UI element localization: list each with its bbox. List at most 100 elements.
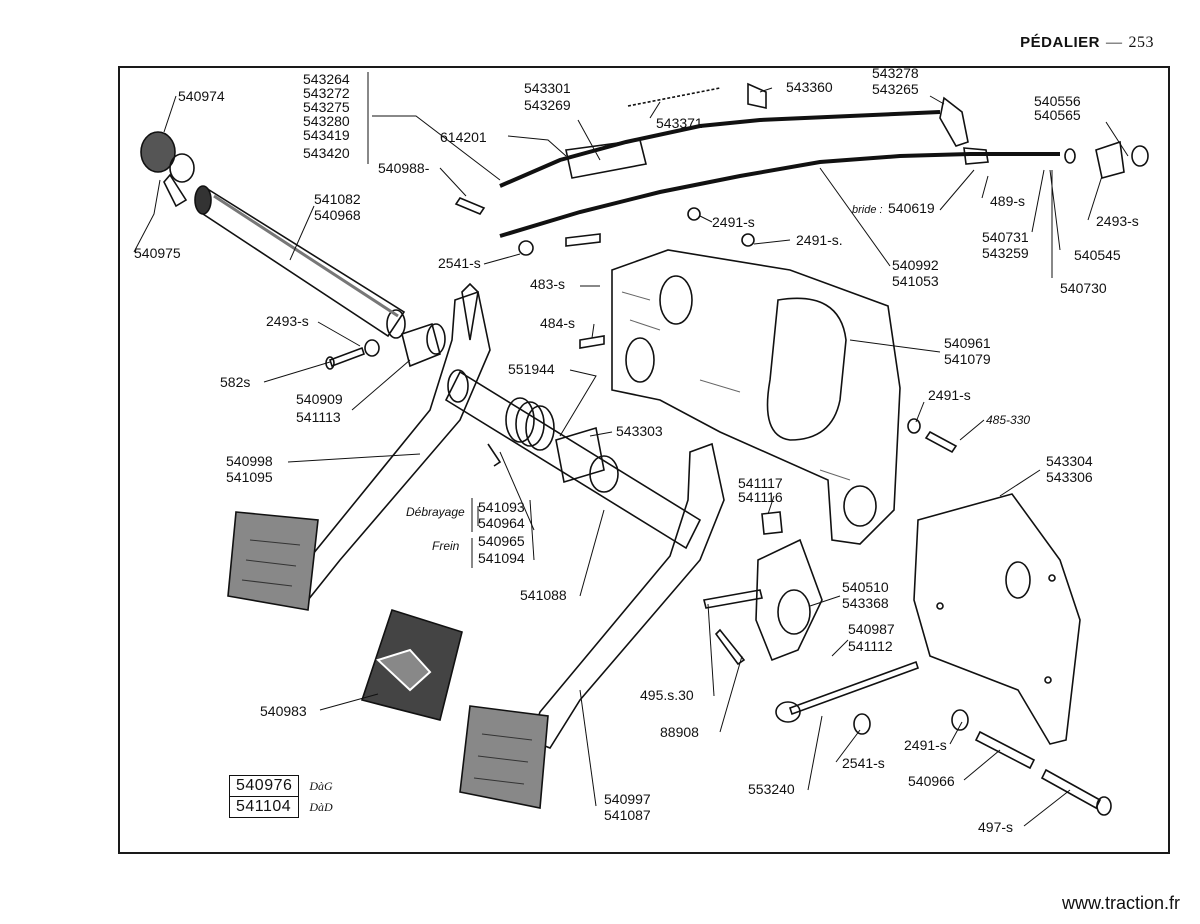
label-frein: Frein: [432, 539, 460, 553]
label-543259: 543259: [982, 245, 1029, 261]
label-2493s-right: 2493-s: [1096, 213, 1139, 229]
label-543306: 543306: [1046, 469, 1093, 485]
bracket-part: [913, 493, 1081, 745]
label-541113: 541113: [296, 409, 341, 425]
bolt-497s-part: [1040, 768, 1112, 816]
label-2491s-b: 2491-s.: [796, 232, 843, 248]
return-spring-part: [487, 397, 555, 467]
label-2491s-c: 2491-s: [928, 387, 971, 403]
label-540556: 540556: [1034, 93, 1081, 109]
part-labels: 540974 540975 543264 543272 543275 54328…: [134, 65, 1139, 835]
legend-row: 541104 DàD: [228, 796, 334, 818]
label-541088: 541088: [520, 587, 567, 603]
bolt-582s-part: [325, 339, 380, 370]
bushing-543303-part: [555, 426, 619, 493]
label-541079: 541079: [944, 351, 991, 367]
label-543272: 543272: [303, 85, 350, 101]
label-debrayage: Débrayage: [406, 505, 465, 519]
clamp-part: [703, 538, 823, 662]
label-495s30: 495.s.30: [640, 687, 694, 703]
label-489s: 489-s: [990, 193, 1025, 209]
mounting-plate-part: [611, 249, 901, 545]
legend-code: 541104: [228, 796, 300, 818]
label-540987: 540987: [848, 621, 895, 637]
label-540975: 540975: [134, 245, 181, 261]
clutch-pedal-part: [227, 282, 491, 611]
label-541093: 541093: [478, 499, 525, 515]
label-540961: 540961: [944, 335, 991, 351]
label-541112: 541112: [848, 638, 893, 654]
label-540974: 540974: [178, 88, 225, 104]
label-543278: 543278: [872, 65, 919, 81]
drive-side-legend: 540976 DàG 541104 DàD: [228, 775, 334, 818]
label-543303: 543303: [616, 423, 663, 439]
label-582s: 582s: [220, 374, 250, 390]
cross-tube-part: [444, 369, 702, 550]
label-543304: 543304: [1046, 453, 1093, 469]
label-540730: 540730: [1060, 280, 1107, 296]
cable-upper-part: [499, 82, 969, 188]
label-497s: 497-s: [978, 819, 1013, 835]
label-553240: 553240: [748, 781, 795, 797]
bushing-part: [401, 322, 446, 368]
label-543275: 543275: [303, 99, 350, 115]
label-540988: 540988-: [378, 160, 430, 176]
label-2541s-b: 2541-s: [842, 755, 885, 771]
label-483s: 483-s: [530, 276, 565, 292]
label-2493s-left: 2493-s: [266, 313, 309, 329]
label-540731: 540731: [982, 229, 1029, 245]
label-bride: bride :: [852, 204, 883, 216]
source-url: www.traction.fr: [1061, 893, 1180, 913]
pedal-shaft-part: [194, 185, 406, 339]
label-541117: 541117: [738, 475, 783, 491]
label-2541s-a: 2541-s: [438, 255, 481, 271]
label-541082: 541082: [314, 191, 361, 207]
legend-row: 540976 DàG: [228, 775, 334, 797]
label-540545: 540545: [1074, 247, 1121, 263]
brake-pedal-part: [459, 442, 725, 809]
label-543371: 543371: [656, 115, 703, 131]
small-bolts-top-part: [454, 197, 755, 349]
label-2491s-d: 2491-s: [904, 737, 947, 753]
label-540619: 540619: [888, 200, 935, 216]
rod-553240-part: [775, 660, 920, 735]
label-540965: 540965: [478, 533, 525, 549]
page-header: PÉDALIER — 253: [1020, 34, 1154, 52]
legend-code: 540976: [228, 775, 300, 797]
label-541053: 541053: [892, 273, 939, 289]
leader-lines: [133, 87, 1129, 827]
page-title: PÉDALIER: [1020, 34, 1100, 51]
parts-drawing: [140, 82, 1149, 816]
label-540565: 540565: [1034, 107, 1081, 123]
label-543360: 543360: [786, 79, 833, 95]
label-543419: 543419: [303, 127, 350, 143]
label-541116: 541116: [738, 489, 783, 505]
label-543420: 543420: [303, 145, 350, 161]
label-540964: 540964: [478, 515, 525, 531]
label-485-330: 485-330: [986, 413, 1030, 427]
label-614201: 614201: [440, 129, 487, 145]
label-540983: 540983: [260, 703, 307, 719]
nut-part: [140, 131, 195, 208]
page-number: 253: [1128, 34, 1154, 51]
bolt-88908-part: [714, 628, 746, 666]
label-540998: 540998: [226, 453, 273, 469]
label-541087: 541087: [604, 807, 651, 823]
header-dash: —: [1106, 34, 1123, 51]
clip-part: [761, 511, 783, 535]
label-540966: 540966: [908, 773, 955, 789]
label-2491s-a: 2491-s: [712, 214, 755, 230]
label-540968: 540968: [314, 207, 361, 223]
label-543264: 543264: [303, 71, 350, 87]
label-543368: 543368: [842, 595, 889, 611]
label-540510: 540510: [842, 579, 889, 595]
label-543301: 543301: [524, 80, 571, 96]
pin-540966-part: [951, 709, 1036, 770]
diagram-frame: [118, 66, 1170, 854]
legend-side: DàG: [309, 778, 333, 793]
label-541094: 541094: [478, 550, 525, 566]
cable-lower-part: [499, 140, 1149, 238]
label-540909: 540909: [296, 391, 343, 407]
label-541095: 541095: [226, 469, 273, 485]
